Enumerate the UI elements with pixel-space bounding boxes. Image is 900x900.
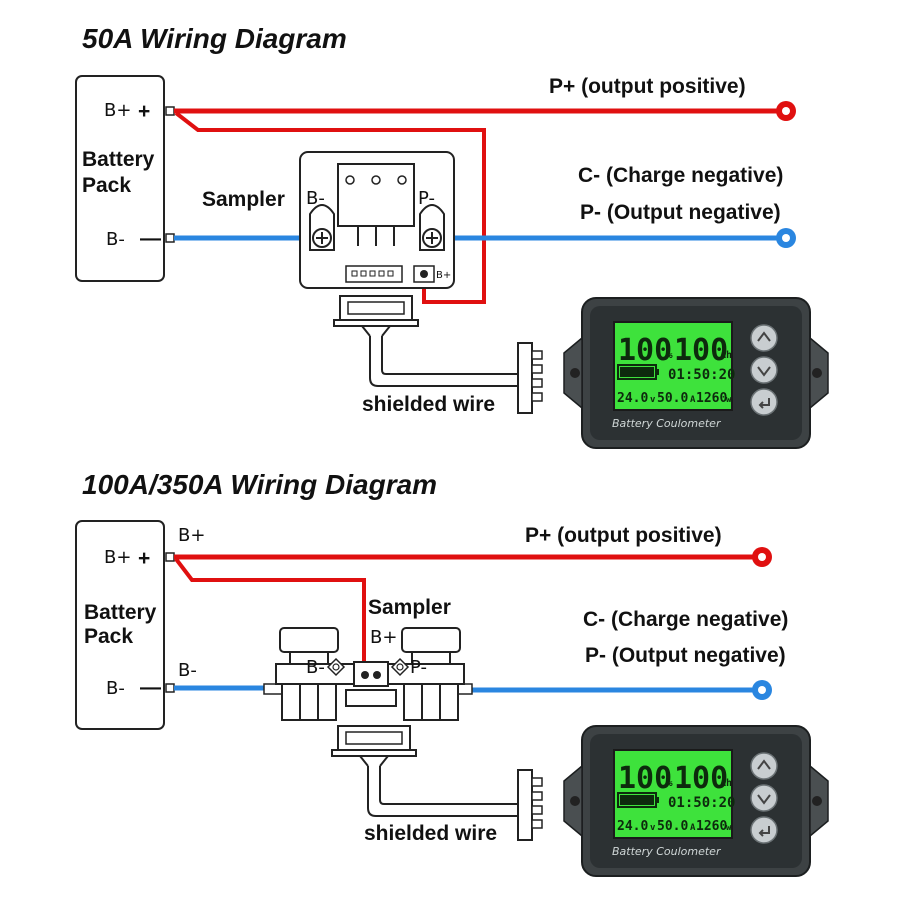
top-meter-percent-unit: % xyxy=(666,348,673,361)
top-sampler-pminus-label: P- xyxy=(418,188,435,209)
top-battery-bminus: B- xyxy=(106,229,125,250)
bottom-meter-voltage: 24.0 xyxy=(617,819,648,834)
top-meter-capacity: 100 xyxy=(674,333,728,368)
bottom-meter-voltage-unit: v xyxy=(650,823,656,833)
top-meter-time: 01:50:20 xyxy=(668,367,735,383)
top-title: 50A Wiring Diagram xyxy=(82,23,347,54)
bottom-sampler-pminus-label: P- xyxy=(410,657,427,678)
top-meter-voltage-unit: v xyxy=(650,395,656,405)
top-meter-current-unit: A xyxy=(690,395,696,405)
bottom-p-plus-terminal-icon xyxy=(752,547,772,567)
top-sampler-bplus-label: B+ xyxy=(436,270,451,281)
top-meter-capacity-unit: Ah xyxy=(720,350,732,361)
top-p-minus-terminal-icon xyxy=(776,228,796,248)
top-battery-plus-sign: + xyxy=(138,100,150,123)
bottom-battery-label-1: Battery xyxy=(84,601,157,624)
bottom-c-minus-label: C- (Charge negative) xyxy=(583,608,788,631)
bottom-title: 100A/350A Wiring Diagram xyxy=(82,469,437,500)
bottom-meter-percent: 100 xyxy=(618,761,672,796)
bottom-shielded-wire-outline-1 xyxy=(367,766,518,817)
bottom-bplus-wire-label: B+ xyxy=(178,525,205,546)
bottom-meter-power-unit: w xyxy=(726,823,732,833)
top-shielded-wire-label: shielded wire xyxy=(362,393,495,416)
top-meter-percent: 100 xyxy=(618,333,672,368)
top-meter-current: 50.0 xyxy=(657,391,688,406)
bottom-battery-bplus: B+ xyxy=(104,547,131,568)
top-meter-brand: Battery Coulometer xyxy=(612,417,722,430)
top-sampler-label: Sampler xyxy=(202,188,285,211)
bottom-sampler-bplus-label: B+ xyxy=(370,627,397,648)
top-battery-bplus: B+ xyxy=(104,100,131,121)
bottom-battery-pack-box xyxy=(75,520,165,730)
bottom-meter-brand: Battery Coulometer xyxy=(612,845,722,858)
bottom-sampler-bplus-wire xyxy=(174,557,366,676)
bottom-battery-plus-sign: + xyxy=(138,547,150,570)
bottom-bplus-terminal xyxy=(165,552,175,562)
bottom-battery-bminus: B- xyxy=(106,678,125,699)
bottom-meter-time: 01:50:20 xyxy=(668,795,735,811)
bottom-meter-plug xyxy=(517,769,543,841)
bottom-meter-power: 1260 xyxy=(696,819,727,834)
bottom-meter-current: 50.0 xyxy=(657,819,688,834)
bottom-p-plus-label: P+ (output positive) xyxy=(525,524,722,547)
top-sampler-connector xyxy=(333,295,419,337)
top-sampler-module xyxy=(299,151,455,289)
top-battery-minus-sign: — xyxy=(140,227,161,250)
top-bminus-terminal xyxy=(165,233,175,243)
top-meter-plug xyxy=(517,342,543,414)
top-p-plus-terminal-icon xyxy=(776,101,796,121)
top-battery-coulometer: 100 % 100 Ah 01:50:20 24.0 v 50.0 A 1260… xyxy=(563,297,829,449)
bottom-p-minus-label: P- (Output negative) xyxy=(585,644,786,667)
bottom-shielded-wire-label: shielded wire xyxy=(364,822,497,845)
bottom-shielded-wire-outline-2 xyxy=(379,766,518,805)
bottom-p-minus-terminal-icon xyxy=(752,680,772,700)
bottom-meter-capacity-unit: Ah xyxy=(720,778,732,789)
bottom-meter-percent-unit: % xyxy=(666,776,673,789)
top-battery-label-1: Battery xyxy=(82,148,155,171)
bottom-meter-current-unit: A xyxy=(690,823,696,833)
bottom-battery-label-2: Pack xyxy=(84,625,133,648)
bottom-battery-coulometer: 100 % 100 Ah 01:50:20 24.0 v 50.0 A 1260… xyxy=(563,725,829,877)
top-sampler-bminus-label: B- xyxy=(306,188,325,209)
bottom-battery-minus-sign: — xyxy=(140,676,161,699)
top-shielded-wire-outline-1 xyxy=(369,336,518,387)
bottom-bminus-terminal xyxy=(165,683,175,693)
top-p-minus-label: P- (Output negative) xyxy=(580,201,781,224)
bottom-sampler-label: Sampler xyxy=(368,596,451,619)
top-sampler-bplus-wire xyxy=(174,111,486,304)
bottom-sampler-bminus-label: B- xyxy=(306,657,325,678)
top-p-plus-label: P+ (output positive) xyxy=(549,75,746,98)
bottom-sampler-connector xyxy=(331,725,417,767)
top-shielded-wire-outline-2 xyxy=(381,336,518,375)
top-battery-label-2: Pack xyxy=(82,174,131,197)
bottom-sampler-shunt xyxy=(263,627,473,721)
top-meter-voltage: 24.0 xyxy=(617,391,648,406)
bottom-bminus-wire-label: B- xyxy=(178,660,197,681)
top-bplus-terminal xyxy=(165,106,175,116)
top-c-minus-label: C- (Charge negative) xyxy=(578,164,783,187)
top-battery-pack-box xyxy=(75,75,165,282)
bottom-meter-capacity: 100 xyxy=(674,761,728,796)
top-meter-power: 1260 xyxy=(696,391,727,406)
top-meter-power-unit: w xyxy=(726,395,732,405)
